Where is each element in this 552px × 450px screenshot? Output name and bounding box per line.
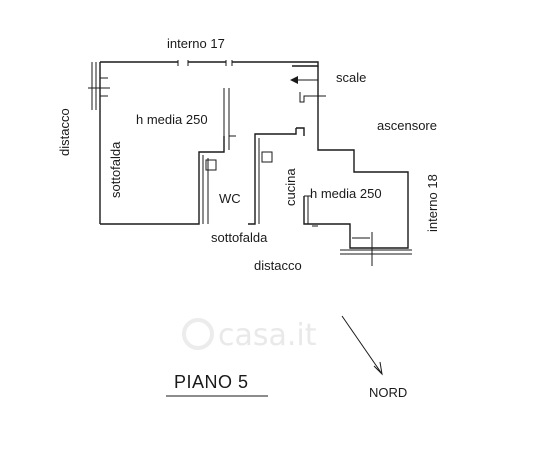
watermark-text: casa.it: [218, 318, 317, 353]
wc-cucina-wall: [248, 127, 305, 225]
north-arrow: NORD: [341, 315, 407, 400]
divider-left: [223, 88, 236, 150]
floor-title-block: PIANO 5: [166, 372, 268, 397]
bottom-right-window: [340, 232, 412, 266]
scale-arrow: [290, 76, 318, 84]
label-sottofalda-left: sottofalda: [108, 141, 123, 198]
label-sottofalda-bottom: sottofalda: [211, 230, 268, 245]
label-h-media-left: h media 250: [136, 112, 208, 127]
room-labels: interno 17 scale ascensore h media 250 W…: [57, 36, 440, 273]
right-inner: [304, 195, 312, 224]
label-ascensore: ascensore: [377, 118, 437, 133]
label-wc: WC: [219, 191, 241, 206]
north-arrow-head-icon: [373, 361, 383, 376]
label-cucina: cucina: [283, 168, 298, 206]
right-wall: [303, 66, 409, 249]
label-interno-18: interno 18: [425, 174, 440, 232]
watermark: casa.it: [182, 318, 317, 353]
top-wall-ticks: [177, 60, 233, 66]
left-window: [88, 62, 110, 110]
cucina-box: [258, 138, 273, 224]
label-h-media-right: h media 250: [310, 186, 382, 201]
wc-box: [202, 155, 217, 224]
watermark-logo-icon: [182, 318, 214, 350]
label-distacco-left: distacco: [57, 108, 72, 156]
walls: [88, 60, 412, 266]
scale-stub: [299, 92, 326, 103]
top-wall: [100, 61, 319, 67]
label-distacco-bottom: distacco: [254, 258, 302, 273]
label-scale: scale: [336, 70, 366, 85]
floor-title: PIANO 5: [174, 372, 249, 392]
north-label: NORD: [369, 385, 407, 400]
label-interno-17: interno 17: [167, 36, 225, 51]
north-arrow-line: [341, 315, 383, 375]
scale-arrow-head-icon: [290, 76, 298, 84]
